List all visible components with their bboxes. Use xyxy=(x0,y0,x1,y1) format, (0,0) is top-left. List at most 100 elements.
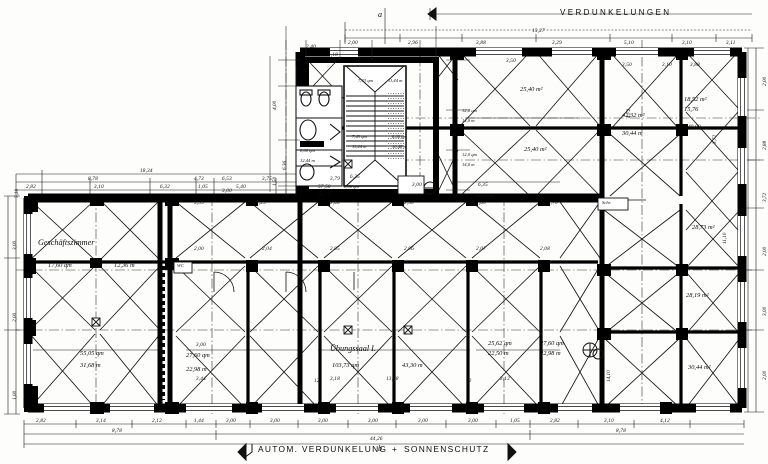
dim-int-8: 13,68 xyxy=(386,376,399,382)
dim-bot-1: 3,14 xyxy=(96,418,106,424)
dim-bot-10: 1,05 xyxy=(510,418,520,424)
dim-note-v5: 4,00 xyxy=(272,100,278,110)
dim-note-240b: 2,40 xyxy=(306,44,316,50)
room-label-uebungssaal: Übungssaal I. xyxy=(330,344,376,353)
dim-left-segment: 6,53 xyxy=(222,176,232,182)
window-openings xyxy=(24,48,747,413)
dim-leftv-0: 3,00 xyxy=(12,240,18,250)
dim-bot-3: 1,44 xyxy=(194,418,204,424)
dim-top-4: 5,10 xyxy=(624,40,634,46)
dim-note-120: 1,20 xyxy=(300,52,310,58)
title-arrows xyxy=(237,7,517,462)
dim-note-118: 1,18 xyxy=(328,52,338,58)
dim-int-2: 3,50 xyxy=(622,62,632,68)
area-geschaeftszimmer: 17,60 qm xyxy=(48,262,72,269)
dim-right-1: 2,88 xyxy=(762,140,768,150)
columns xyxy=(24,48,688,414)
dim-top-6: 3,11 xyxy=(726,40,736,46)
area-room-se: 30,44 m² xyxy=(688,364,711,371)
dim-bot-4: 3,00 xyxy=(226,418,236,424)
dim-note-225: 2,25 xyxy=(256,200,266,206)
interior-walls-thin xyxy=(32,56,740,406)
bay-hatching xyxy=(29,51,741,409)
dim-note-208: 2,08 xyxy=(540,246,550,252)
area-room-top-1: 25,40 m² xyxy=(520,86,543,93)
dim-note-240: 2,40 xyxy=(330,200,340,206)
dim-top-overall: 15,27 xyxy=(532,28,545,34)
perimeter-room-top-3: 30,44 m xyxy=(622,130,643,137)
dim-int-1: 6,35 xyxy=(350,174,360,180)
area-room-mid-left: 27,60 qm xyxy=(186,352,210,359)
dim-left-overall-b: 8,78 xyxy=(88,176,98,182)
door-swings xyxy=(213,195,646,293)
dim-bot-total: 44,26 xyxy=(370,436,383,442)
dim-right-3: 2,00 xyxy=(762,246,768,256)
dim-note-635: 6,35 xyxy=(478,182,488,188)
area-room-ne: 18,52 m² xyxy=(684,96,707,103)
area-room-mid-a: 25,62 qm xyxy=(488,340,512,347)
dim-note-v4: 6,36 xyxy=(282,160,288,170)
dim-bot-12: 3,10 xyxy=(604,418,614,424)
top-section-mark: a xyxy=(378,10,382,19)
dim-int-6: 3,12 xyxy=(500,376,510,382)
dim-bot-overall-left: 8,78 xyxy=(112,428,122,434)
perimeter-room-mid-b: 22,98 m xyxy=(540,350,561,357)
dim-right-4: 3,00 xyxy=(762,306,768,316)
dim-note-v1: 4,72 xyxy=(626,108,632,118)
perimeter-room-ne: 15,76 xyxy=(684,106,699,113)
dim-int-12: 14,10 xyxy=(606,370,612,382)
dim-note-300: 3,00 xyxy=(222,188,232,194)
perimeter-room-stair-right: 10,48 m xyxy=(392,144,407,149)
area-room-e-1: 28,73 m² xyxy=(692,224,715,231)
dim-note-cent: 57,50 xyxy=(318,184,331,190)
perimeter-room-small-n1: 14,0 m xyxy=(462,118,475,123)
area-uebungssaal: 103,73 qm xyxy=(332,362,359,369)
bottom-title-right: SONNENSCHUTZ xyxy=(404,444,490,454)
dim-note-v3: 5,10 xyxy=(14,188,20,198)
area-room-stair-left: 7,43 qm xyxy=(352,134,367,139)
dim-top-1: 2,96 xyxy=(408,40,418,46)
dim-note-4000: 40,00 xyxy=(688,124,701,130)
dim-bot-0: 2,82 xyxy=(36,418,46,424)
dim-note-205: 2,05 xyxy=(330,246,340,252)
bottom-title-plus: + xyxy=(392,444,399,454)
dim-bot-11: 2,82 xyxy=(550,418,560,424)
dim-int-10: 12 xyxy=(314,378,320,384)
area-room-stair-bot: 8,00 qm xyxy=(344,184,359,189)
dim-bot-5: 3,00 xyxy=(270,418,280,424)
interior-walls xyxy=(157,56,605,408)
perimeter-uebungssaal: 43,30 m xyxy=(402,362,423,369)
dim-top-5: 3,10 xyxy=(682,40,692,46)
dim-bot-8: 3,00 xyxy=(418,418,428,424)
annotation-boxes xyxy=(173,175,629,274)
dim-right-2: 3,72 xyxy=(762,192,768,202)
column-markers xyxy=(91,159,413,335)
area-room-top-3: 42,32 m² xyxy=(622,112,645,119)
dim-top-2: 3,88 xyxy=(476,40,486,46)
area-room-mid-b: 27,60 qm xyxy=(540,340,564,347)
perimeter-room-small-n2: 14,0 m xyxy=(462,162,475,167)
dim-right-0: 2,00 xyxy=(762,76,768,86)
label-wc: WC xyxy=(177,263,184,268)
label-schrank: Schr. xyxy=(602,200,612,205)
dim-left-overall-a: 18,34 xyxy=(140,168,153,174)
dim-note-v6: 1,50 xyxy=(272,176,278,186)
bottom-section-mark: b xyxy=(378,444,382,453)
centerlines xyxy=(16,40,760,414)
dim-note-206: 2,06 xyxy=(404,246,414,252)
dim-leftv-1: 2,00 xyxy=(12,312,18,322)
room-label-geschaeftszimmer: Geschäftszimmer xyxy=(38,238,95,247)
area-room-top-2: 25,40 m² xyxy=(524,146,547,153)
dim-note-335: 3,35 xyxy=(194,200,204,206)
dim-int-3: 3,88 xyxy=(690,62,700,68)
dim-int-9: 12 xyxy=(466,378,472,384)
dim-note-350: 3,50 xyxy=(506,58,516,64)
dim-right-5: 2,00 xyxy=(762,370,768,380)
dim-bot-13: 4,12 xyxy=(660,418,670,424)
dim-int-11: 11,10 xyxy=(722,232,728,244)
dim-top-3: 3,29 xyxy=(552,40,562,46)
dim-leftv-2: 1,00 xyxy=(12,390,18,400)
dim-int-7: 3,44 xyxy=(196,376,206,382)
wc-fixtures xyxy=(295,85,343,187)
